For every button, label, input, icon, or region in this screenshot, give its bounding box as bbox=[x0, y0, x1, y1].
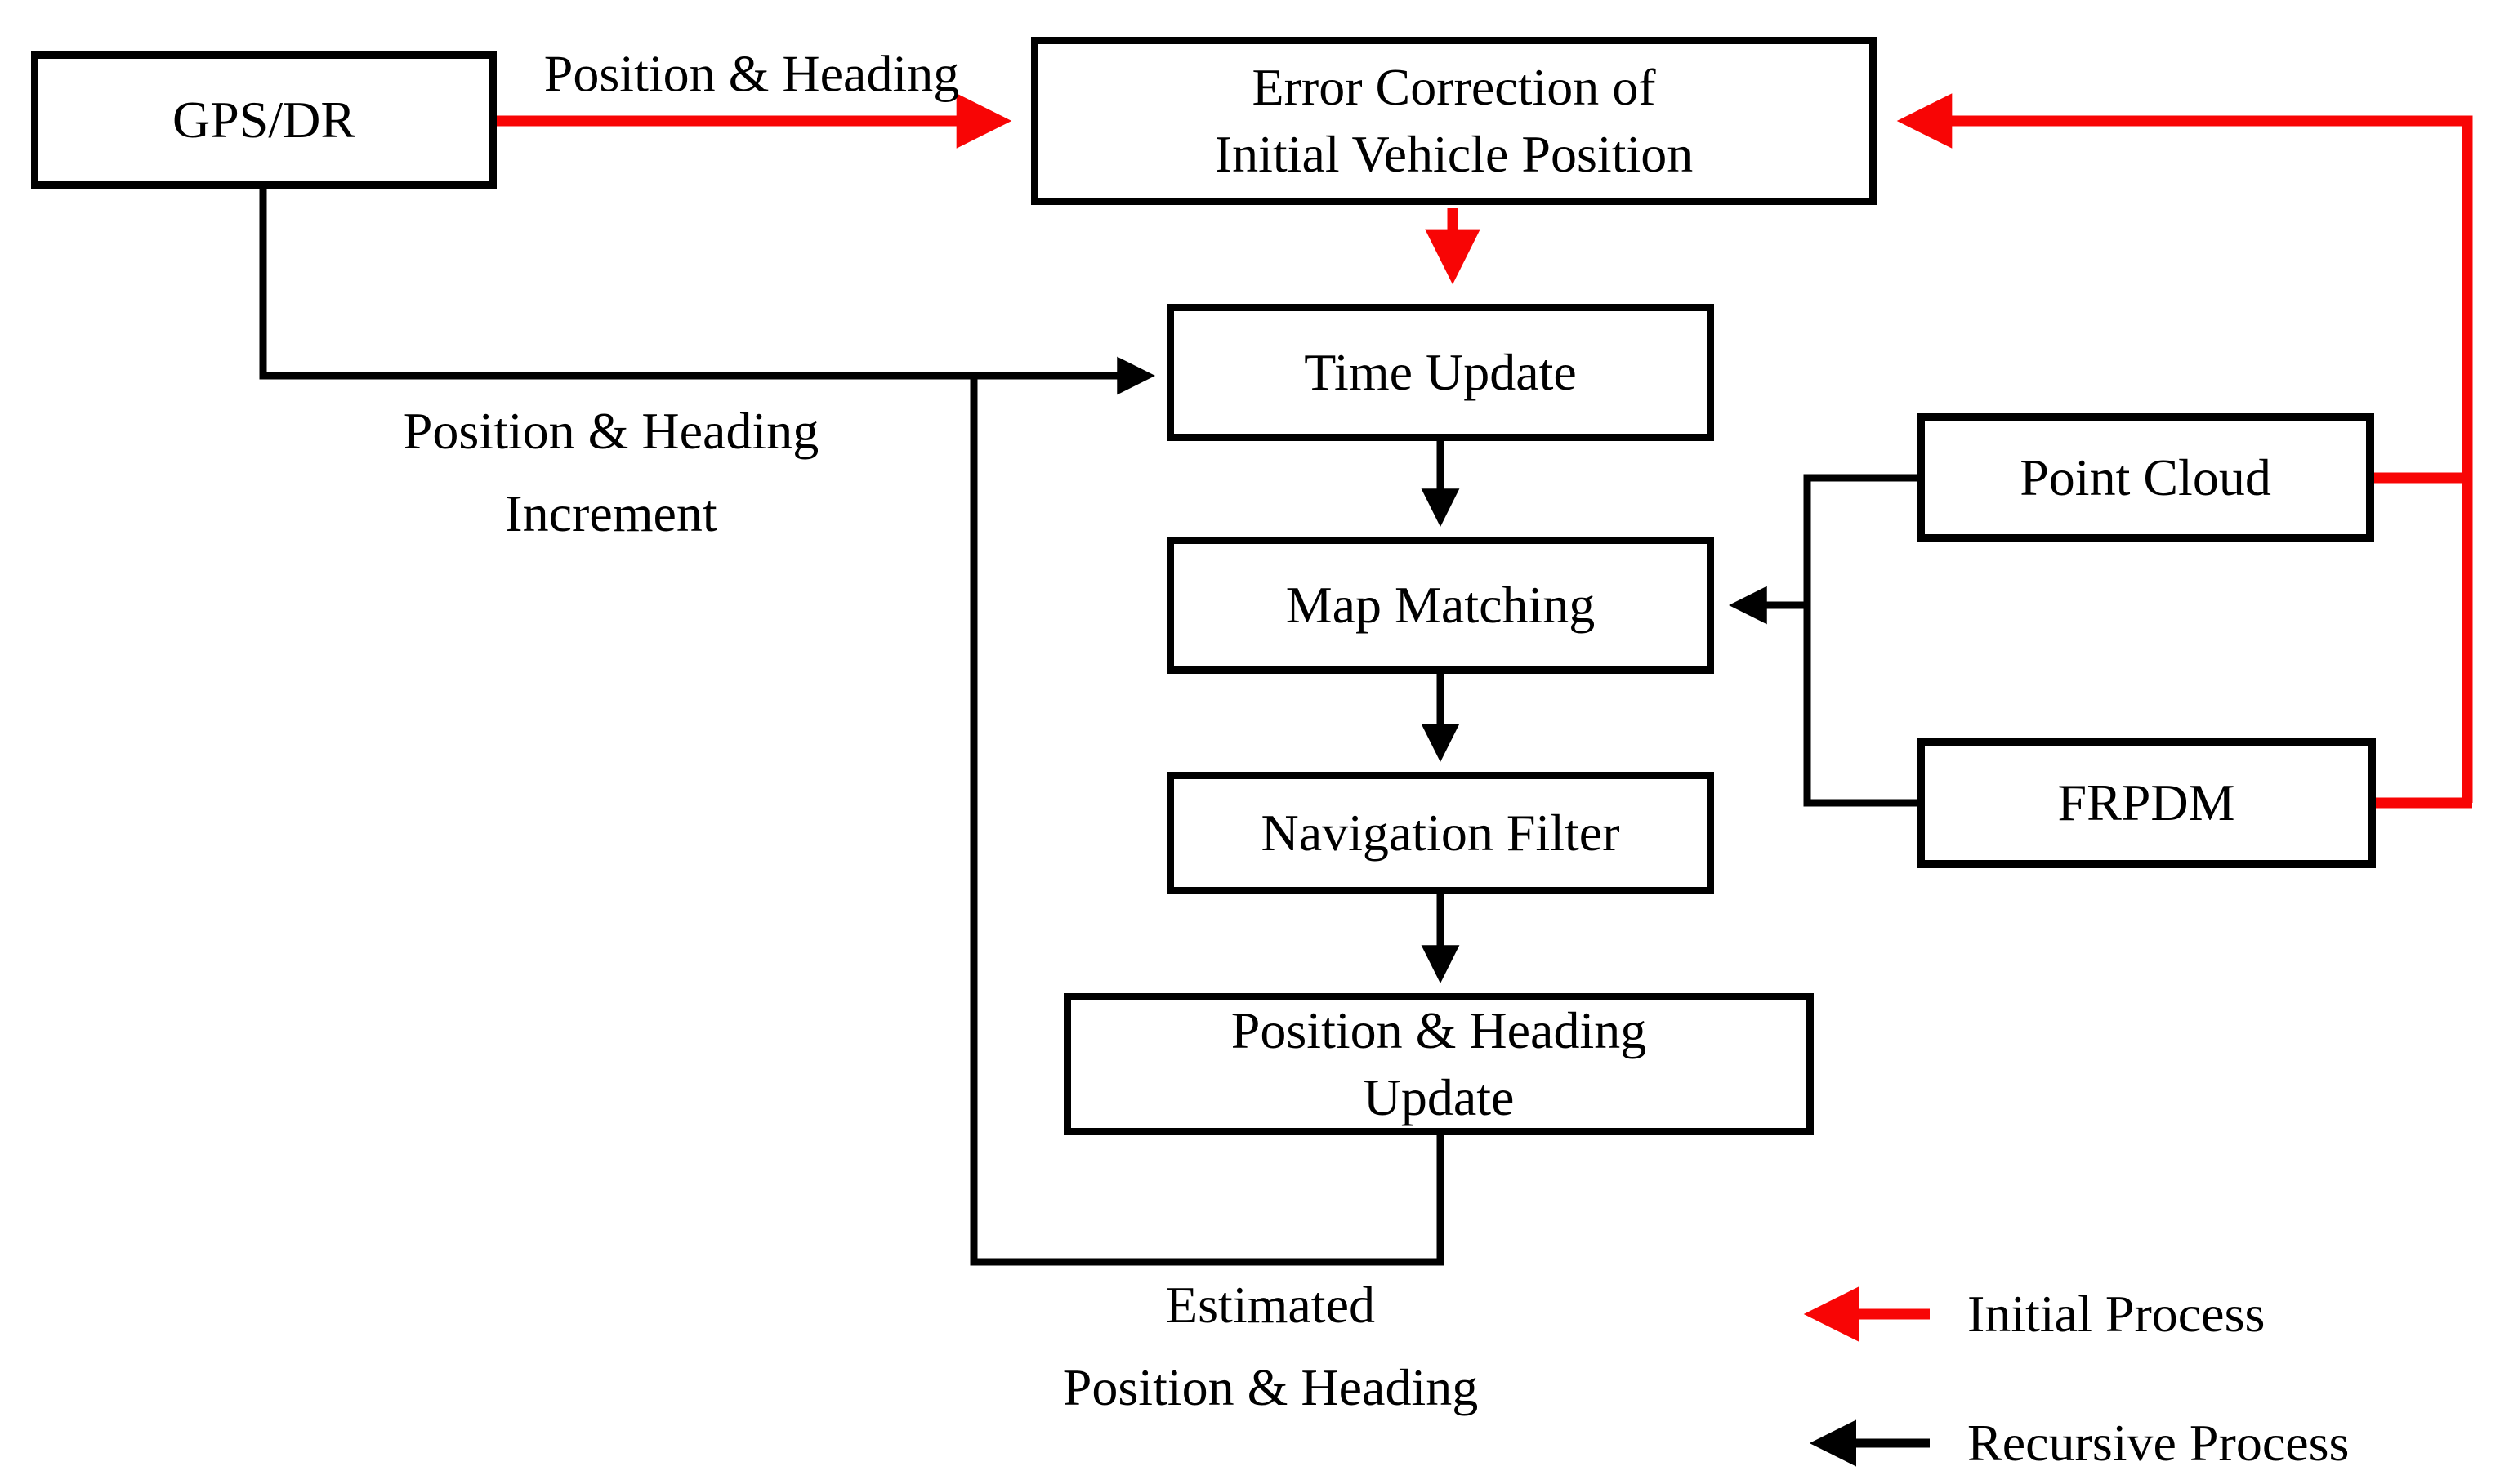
edge-feedback-loop bbox=[970, 372, 1444, 1266]
edge-map-sources-bracket bbox=[1803, 474, 1920, 807]
box-time-update: Time Update bbox=[1167, 304, 1714, 441]
box-gps-dr-label: GPS/DR bbox=[172, 91, 356, 149]
box-map-matching: Map Matching bbox=[1167, 537, 1714, 674]
box-error-correction-line2: Initial Vehicle Position bbox=[1214, 125, 1694, 183]
box-error-correction-line1: Error Correction of bbox=[1252, 58, 1656, 117]
edge-gpsdr-to-timeupdate bbox=[259, 185, 1156, 395]
legend-initial-label: Initial Process bbox=[1967, 1284, 2265, 1344]
label-estimated-line1: Estimated bbox=[1166, 1275, 1375, 1334]
box-frpdm: FRPDM bbox=[1917, 738, 2376, 868]
label-position-heading-increment-line1: Position & Heading bbox=[403, 401, 819, 460]
box-frpdm-label: FRPDM bbox=[2057, 773, 2235, 832]
label-estimated-line2: Position & Heading bbox=[1062, 1358, 1479, 1416]
box-position-heading-update: Position & Heading Update bbox=[1064, 993, 1814, 1135]
box-error-correction: Error Correction of Initial Vehicle Posi… bbox=[1031, 37, 1877, 205]
box-navigation-filter-label: Navigation Filter bbox=[1261, 804, 1620, 862]
box-point-cloud-label: Point Cloud bbox=[2020, 448, 2271, 507]
box-gps-dr: GPS/DR bbox=[31, 51, 497, 189]
box-time-update-label: Time Update bbox=[1304, 343, 1577, 402]
edge-maps-to-errorcorrection bbox=[1896, 93, 2473, 803]
box-navigation-filter: Navigation Filter bbox=[1167, 772, 1714, 894]
legend-initial-text: Initial Process bbox=[1967, 1285, 2266, 1343]
label-position-heading-text: Position & Heading bbox=[543, 44, 960, 103]
box-point-cloud: Point Cloud bbox=[1917, 413, 2374, 542]
label-estimated-position-heading: Estimated Position & Heading bbox=[1063, 1263, 1478, 1428]
label-position-heading-increment: Position & Heading Increment bbox=[404, 390, 819, 555]
label-position-heading-increment-line2: Increment bbox=[505, 484, 717, 542]
box-position-heading-update-line2: Update bbox=[1363, 1068, 1515, 1126]
legend-recursive-label: Recursive Process bbox=[1967, 1413, 2349, 1473]
legend-recursive-text: Recursive Process bbox=[1967, 1414, 2350, 1472]
box-map-matching-label: Map Matching bbox=[1285, 576, 1596, 635]
label-position-heading: Position & Heading bbox=[544, 32, 959, 114]
box-position-heading-update-line1: Position & Heading bbox=[1230, 1001, 1647, 1060]
